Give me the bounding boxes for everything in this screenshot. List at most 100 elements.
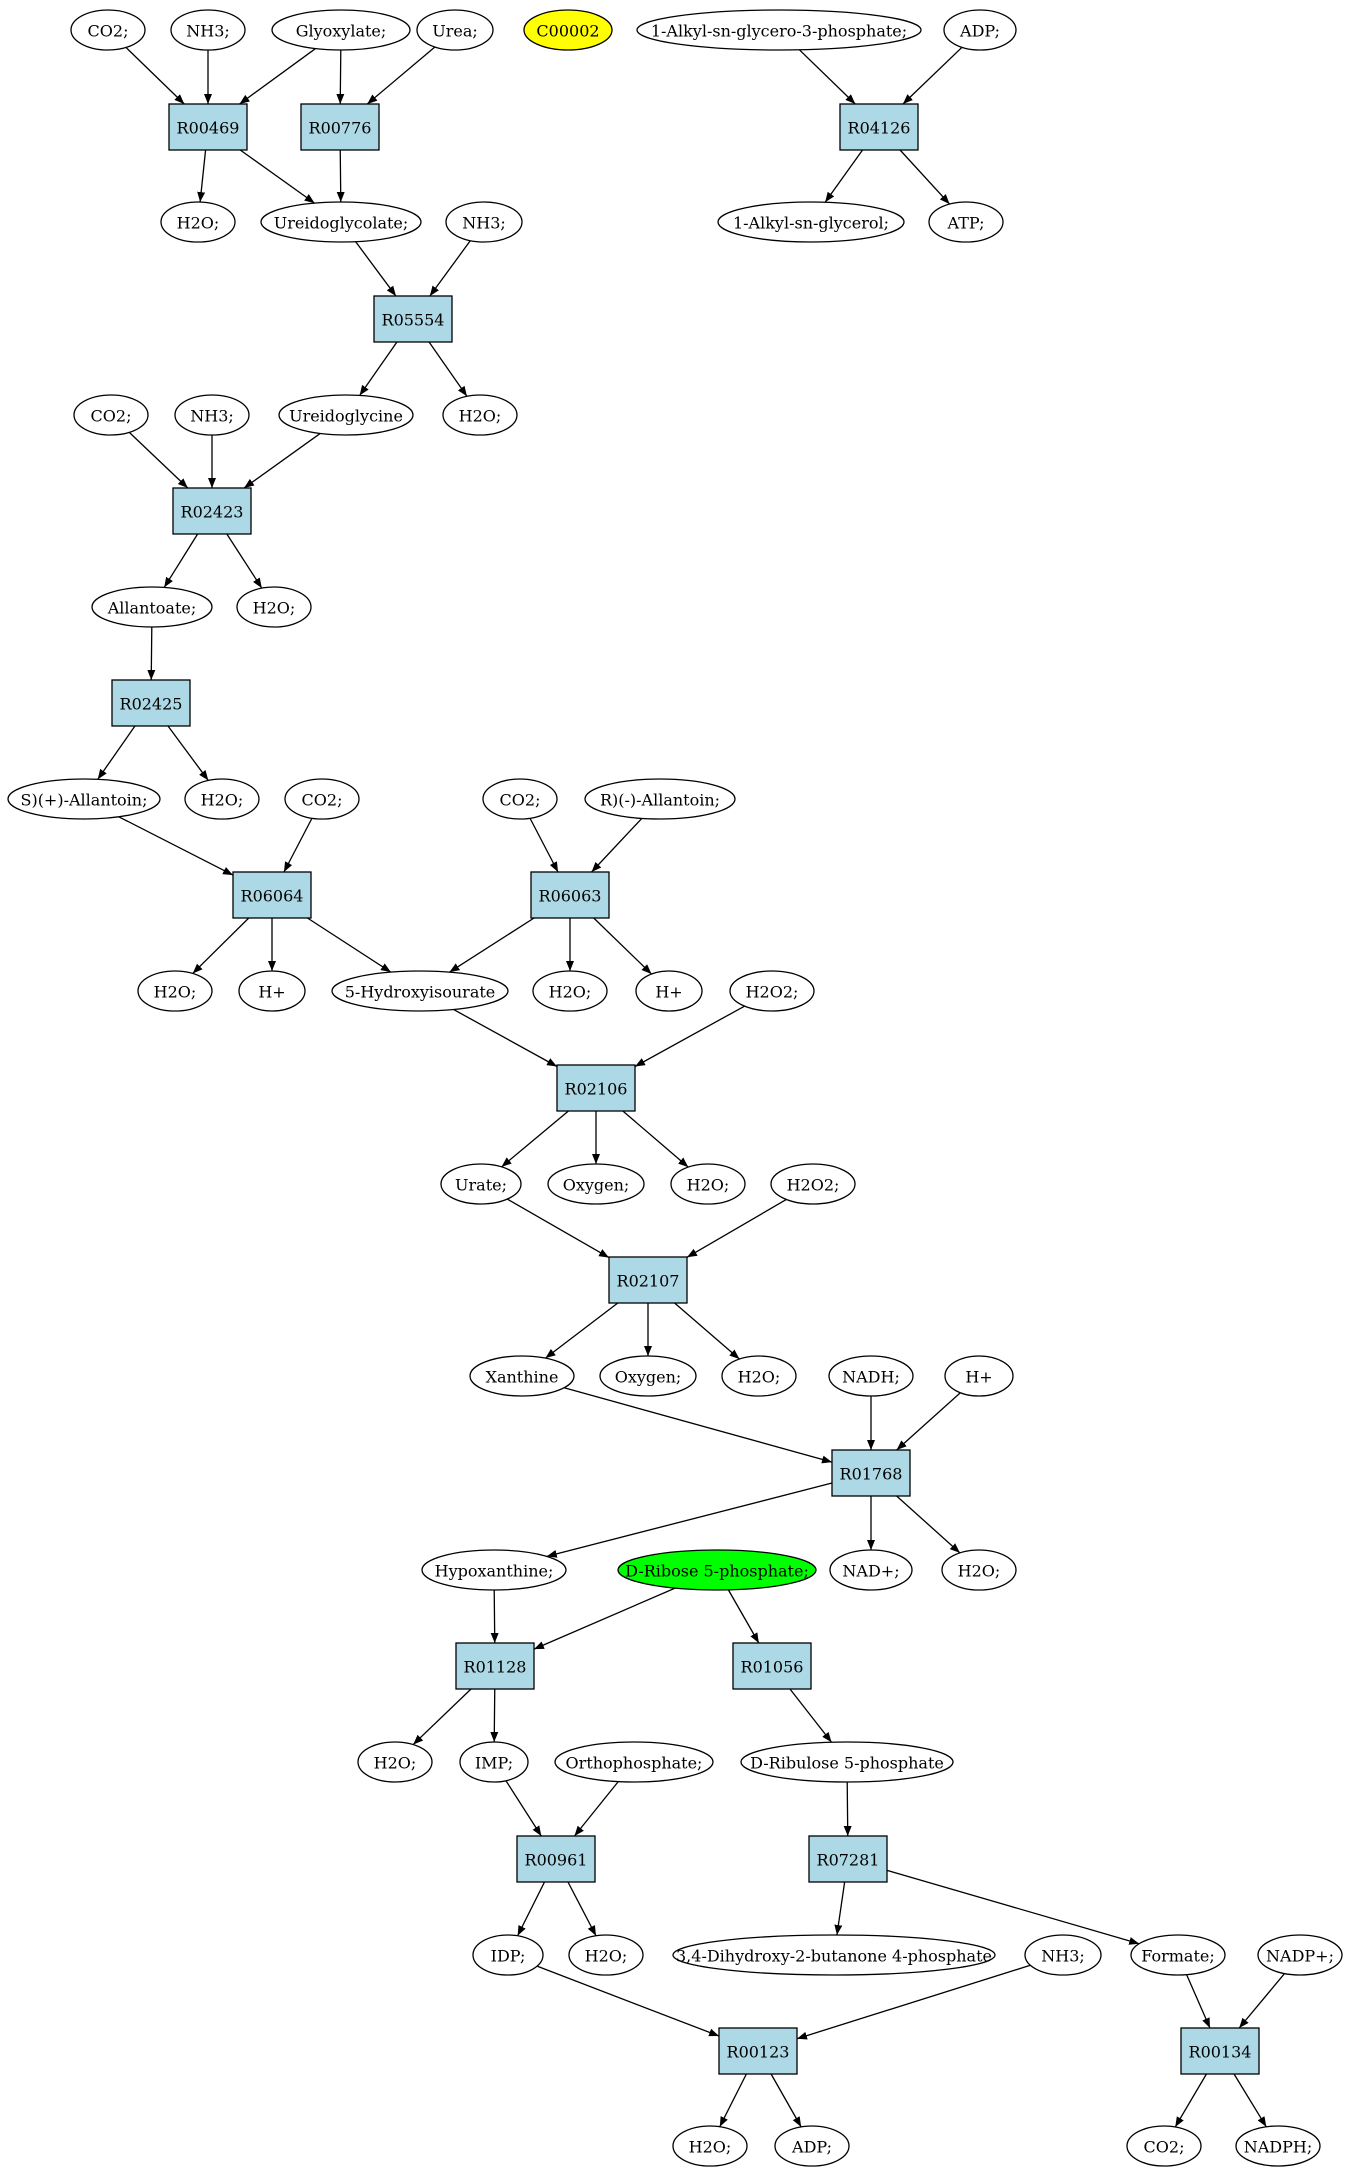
reaction-node-r_R00776[interactable]: R00776	[300, 103, 380, 151]
compound-node-c_co2_5[interactable]: CO2;	[1126, 2125, 1202, 2167]
reaction-node-r_R04126[interactable]: R04126	[839, 103, 919, 151]
edge-r_R02425-to-c_h2o_4	[167, 725, 209, 781]
node-label: R00469	[177, 119, 240, 138]
compound-node-c_atp[interactable]: ATP;	[928, 201, 1004, 243]
compound-node-c_h2o_8[interactable]: H2O;	[721, 1355, 797, 1397]
node-label: ADP;	[791, 2138, 832, 2157]
compound-node-c_adp_1[interactable]: ADP;	[943, 9, 1017, 51]
compound-node-c_co2_3[interactable]: CO2;	[284, 778, 360, 820]
compound-node-c_idp[interactable]: IDP;	[472, 1934, 544, 1976]
compound-node-c_r_allantoin[interactable]: R)(-)-Allantoin;	[584, 778, 736, 820]
compound-node-c_dhbp[interactable]: 3,4-Dihydroxy-2-butanone 4-phosphate	[672, 1934, 996, 1976]
compound-node-c_h2o_6[interactable]: H2O;	[532, 970, 608, 1012]
compound-node-c_hplus_1[interactable]: H+	[238, 970, 306, 1012]
compound-node-c_h2o_12[interactable]: H2O;	[672, 2125, 748, 2167]
reaction-node-r_R06064[interactable]: R06064	[232, 871, 312, 919]
compound-node-c_orthophosphate[interactable]: Orthophosphate;	[554, 1741, 714, 1783]
compound-node-c_nadplus_1[interactable]: NAD+;	[829, 1549, 913, 1591]
edge-r_R04126-to-c_atp	[899, 149, 951, 205]
compound-node-c_h2o2_2[interactable]: H2O2;	[770, 1163, 856, 1205]
compound-node-c_nh3_2[interactable]: NH3;	[445, 201, 523, 243]
node-label: R06064	[241, 887, 304, 906]
compound-ellipse	[236, 586, 312, 628]
node-label: NAD+;	[842, 1562, 899, 1581]
compound-node-c_nadpplus[interactable]: NADP+;	[1257, 1934, 1343, 1976]
compound-node-c_h2o_3[interactable]: H2O;	[236, 586, 312, 628]
compound-node-c_hplus_3[interactable]: H+	[944, 1355, 1014, 1397]
compound-node-c_co2_2[interactable]: CO2;	[73, 394, 149, 436]
node-label: 5-Hydroxyisourate	[345, 983, 496, 1002]
compound-node-c_adp_2[interactable]: ADP;	[774, 2125, 850, 2167]
reaction-node-r_R01056[interactable]: R01056	[732, 1642, 812, 1690]
node-label: H2O;	[201, 791, 244, 810]
compound-node-c_hplus_2[interactable]: H+	[635, 970, 703, 1012]
edge-c_nh3_2-to-r_R05554	[429, 240, 471, 297]
edge-c_adp_1-to-r_R04126	[902, 46, 963, 105]
node-label: Hypoxanthine;	[435, 1562, 554, 1581]
compound-ellipse	[238, 970, 306, 1012]
compound-node-c_s_allantoin[interactable]: S)(+)-Allantoin;	[7, 778, 161, 820]
reaction-node-r_R01128[interactable]: R01128	[455, 1642, 535, 1690]
compound-node-c_nh3_4[interactable]: NH3;	[1024, 1934, 1102, 1976]
compound-node-c_co2_4[interactable]: CO2;	[482, 778, 558, 820]
compound-node-c_h2o_10[interactable]: H2O;	[357, 1741, 433, 1783]
compound-node-c_h2o2_1[interactable]: H2O2;	[729, 970, 815, 1012]
node-label: NH3;	[1041, 1947, 1085, 1966]
compound-node-c_ureidogly[interactable]: Ureidoglycolate;	[260, 201, 422, 243]
compound-node-c_xanthine[interactable]: Xanthine	[469, 1355, 575, 1397]
node-label: H2O;	[154, 983, 197, 1002]
reaction-node-r_R02106[interactable]: R02106	[556, 1064, 636, 1112]
compound-node-c_ribulose5p[interactable]: D-Ribulose 5-phosphate	[740, 1741, 954, 1783]
reaction-node-r_R07281[interactable]: R07281	[808, 1835, 888, 1883]
compound-node-c_oxygen_2[interactable]: Oxygen;	[599, 1355, 697, 1397]
compound-node-c_h2o_4[interactable]: H2O;	[184, 778, 260, 820]
compound-ellipse	[1126, 2125, 1202, 2167]
compound-node-c_c00002[interactable]: C00002	[523, 9, 613, 51]
compound-node-c_nadh[interactable]: NADH;	[828, 1355, 914, 1397]
compound-node-c_imp[interactable]: IMP;	[459, 1741, 529, 1783]
compound-node-c_allantoate[interactable]: Allantoate;	[91, 586, 213, 628]
reaction-node-r_R00123[interactable]: R00123	[718, 2027, 798, 2075]
compound-node-c_formate[interactable]: Formate;	[1130, 1934, 1226, 1976]
compound-node-c_nh3_3[interactable]: NH3;	[174, 394, 250, 436]
compound-node-c_urate[interactable]: Urate;	[440, 1163, 522, 1205]
compound-node-c_r5p[interactable]: D-Ribose 5-phosphate;	[617, 1549, 817, 1591]
compound-ellipse	[740, 1741, 954, 1783]
node-label: R02423	[181, 503, 244, 522]
compound-node-c_nadph[interactable]: NADPH;	[1235, 2125, 1321, 2167]
reaction-node-r_R06063[interactable]: R06063	[530, 871, 610, 919]
compound-node-c_h2o_11[interactable]: H2O;	[568, 1934, 644, 1976]
compound-node-c_co2_1[interactable]: CO2;	[70, 9, 146, 51]
compound-node-c_urea[interactable]: Urea;	[416, 9, 494, 51]
edge-r_R01128-to-c_h2o_10	[412, 1688, 472, 1746]
reaction-node-r_R02425[interactable]: R02425	[111, 679, 191, 727]
reaction-node-r_R02107[interactable]: R02107	[608, 1256, 688, 1304]
compound-node-c_glyox[interactable]: Glyoxylate;	[271, 9, 411, 51]
reaction-node-r_R00134[interactable]: R00134	[1180, 2027, 1260, 2075]
compound-node-c_alkyl3p[interactable]: 1-Alkyl-sn-glycero-3-phosphate;	[636, 9, 922, 51]
node-label: 1-Alkyl-sn-glycerol;	[733, 214, 889, 233]
compound-node-c_h2o_7[interactable]: H2O;	[670, 1163, 746, 1205]
compound-node-c_5hiu[interactable]: 5-Hydroxyisourate	[331, 970, 509, 1012]
compound-node-c_oxygen_1[interactable]: Oxygen;	[547, 1163, 645, 1205]
compound-node-c_ureidoglycine[interactable]: Ureidoglycine	[278, 394, 414, 436]
compound-ellipse	[73, 394, 149, 436]
compound-node-c_h2o_1[interactable]: H2O;	[160, 201, 236, 243]
node-label: CO2;	[1144, 2138, 1185, 2157]
reaction-node-r_R02423[interactable]: R02423	[172, 487, 252, 535]
compound-ellipse	[941, 1549, 1017, 1591]
reaction-node-r_R00469[interactable]: R00469	[168, 103, 248, 151]
reaction-node-r_R01768[interactable]: R01768	[831, 1449, 911, 1497]
compound-node-c_nh3_1[interactable]: NH3;	[170, 9, 246, 51]
reaction-node-r_R05554[interactable]: R05554	[373, 295, 453, 343]
node-label: R00134	[1189, 2043, 1252, 2062]
compound-node-c_h2o_9[interactable]: H2O;	[941, 1549, 1017, 1591]
compound-node-c_h2o_2[interactable]: H2O;	[442, 394, 518, 436]
compound-node-c_hypoxanthine[interactable]: Hypoxanthine;	[421, 1549, 567, 1591]
edge-r_R01128-to-c_imp	[490, 1688, 499, 1743]
compound-node-c_alkylgly[interactable]: 1-Alkyl-sn-glycerol;	[717, 201, 905, 243]
compound-node-c_h2o_5[interactable]: H2O;	[137, 970, 213, 1012]
compound-ellipse	[672, 2125, 748, 2167]
reaction-node-r_R00961[interactable]: R00961	[516, 1835, 596, 1883]
node-label: H2O;	[177, 214, 220, 233]
